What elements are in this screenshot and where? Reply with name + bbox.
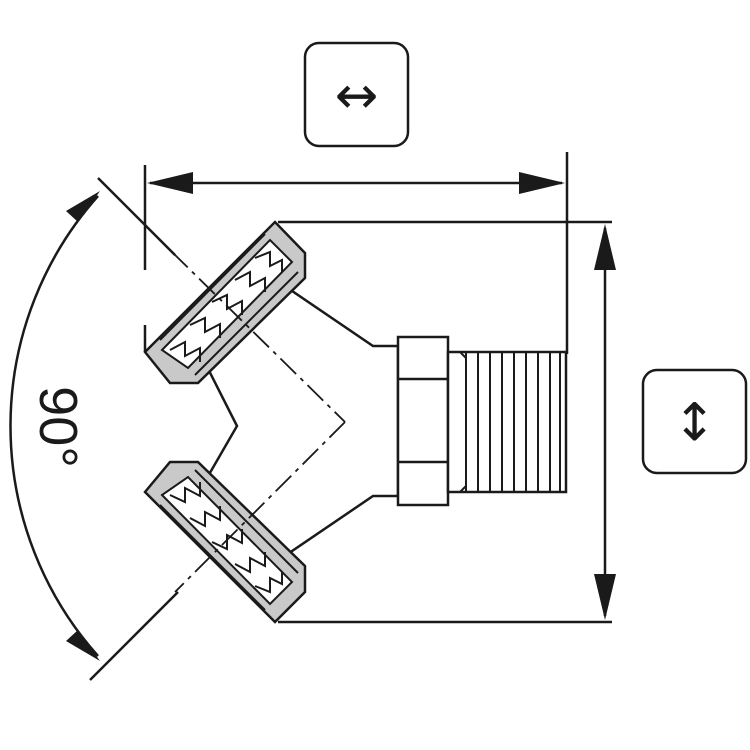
height-arrowhead-top	[594, 224, 616, 270]
center-lines	[171, 251, 346, 593]
angle-label: 90°	[28, 386, 88, 468]
angle-arrowhead-bottom	[66, 630, 100, 661]
angle-arc	[9, 195, 99, 657]
upper-port-axis	[171, 251, 346, 423]
angle-extension-upper	[97, 177, 176, 256]
width-dimension	[143, 152, 569, 354]
hex-collar	[396, 335, 450, 507]
width-arrowhead-left	[147, 172, 193, 194]
upper-female-nut	[143, 220, 307, 385]
male-thread	[446, 350, 568, 494]
angle-arrowhead-top	[66, 191, 100, 222]
height-dimension	[278, 220, 612, 624]
angle-dimension	[9, 177, 179, 681]
height-arrowhead-bottom	[594, 574, 616, 620]
vertical-double-arrow-icon: ↕	[673, 393, 717, 453]
width-icon-box: ↔	[303, 41, 410, 148]
horizontal-double-arrow-icon: ↔	[335, 66, 379, 126]
lower-port-axis	[174, 421, 346, 593]
fitting-body	[194, 274, 400, 568]
width-arrowhead-right	[519, 172, 565, 194]
height-icon-box: ↕	[641, 368, 748, 475]
angle-extension-lower	[89, 591, 179, 681]
